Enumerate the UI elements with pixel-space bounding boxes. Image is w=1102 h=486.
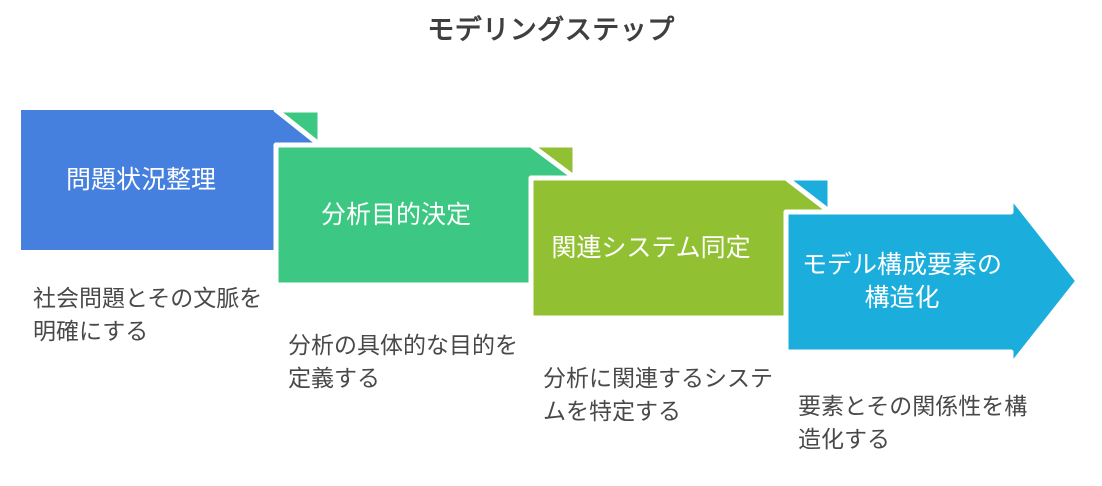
step-shape-4[interactable]	[783, 175, 1081, 369]
step-shape-1[interactable]	[21, 110, 320, 250]
step-label-4: モデル構成要素の構造化	[801, 251, 1002, 312]
step-caption-1: 社会問題とその文脈を明確にする	[33, 285, 263, 344]
step-label-3: 関連システム同定	[551, 233, 751, 262]
step-label-2: 分析目的決定	[320, 200, 471, 229]
step-caption-3: 分析に関連するシステムを特定する	[543, 365, 773, 424]
page-title: モデリングステップ	[427, 15, 675, 45]
step-caption-2: 分析の具体的な目的を定義する	[288, 332, 518, 391]
step-caption-4: 要素とその関係性を構造化する	[798, 393, 1028, 452]
step-label-1: 問題状況整理	[65, 165, 216, 194]
